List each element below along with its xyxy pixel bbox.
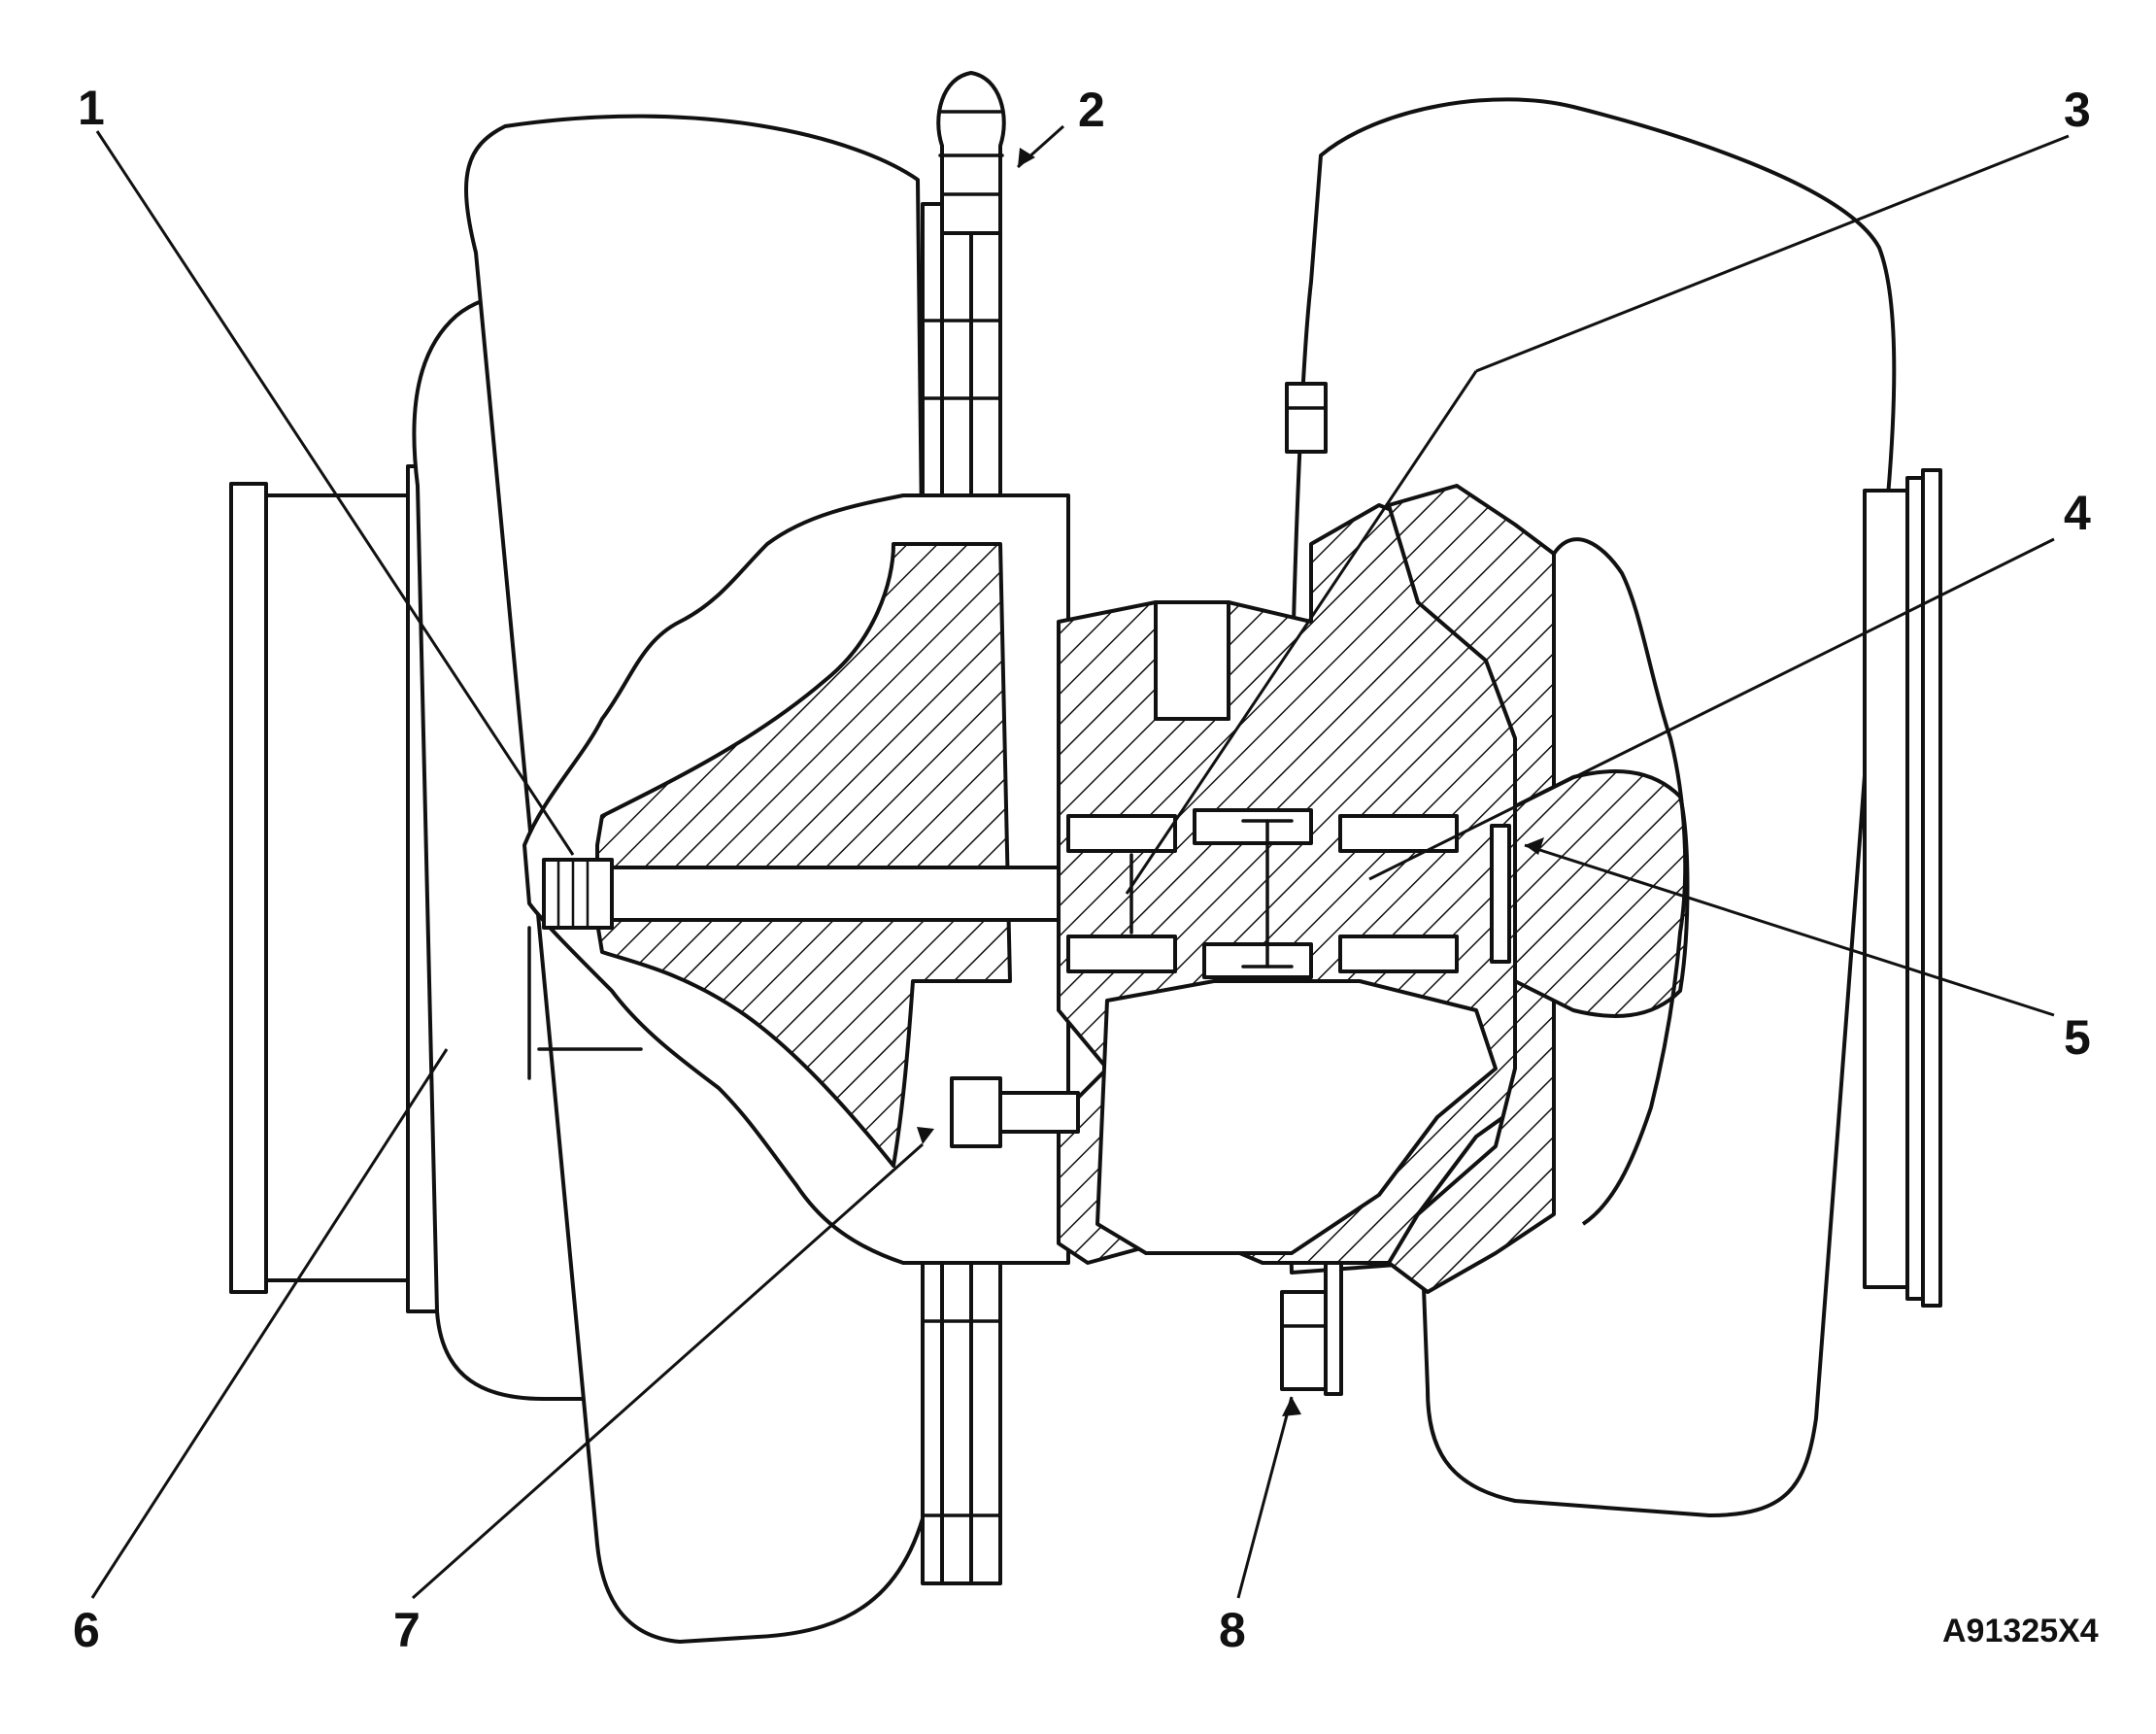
turbine-mounting-bolt-upper (1285, 382, 1328, 454)
turbine-cutaway-area (1552, 537, 1688, 1226)
figure-id-label: A91325X4 (1942, 1613, 2099, 1649)
compressor-housing-bolt (950, 1076, 1080, 1148)
compressor-wheel-nut (542, 858, 614, 930)
compressor-wheel (595, 542, 1012, 1168)
callout-leaders (90, 124, 2070, 1600)
callout-5: 5 (2064, 1010, 2091, 1065)
turbine-wheel (1513, 769, 1690, 1018)
callout-3: 3 (2064, 83, 2091, 137)
oil-inlet-fitting (936, 71, 1006, 235)
callout-7: 7 (393, 1603, 421, 1657)
turbine-seal-ring (1490, 824, 1511, 964)
callout-2: 2 (1078, 83, 1105, 137)
measurement-markers (527, 819, 1294, 1080)
callout-6: 6 (73, 1603, 100, 1657)
callout-4: 4 (2064, 486, 2091, 540)
callout-8: 8 (1219, 1603, 1246, 1657)
turbine-mounting-bolt-lower (1280, 1261, 1343, 1396)
callout-1: 1 (78, 81, 105, 135)
